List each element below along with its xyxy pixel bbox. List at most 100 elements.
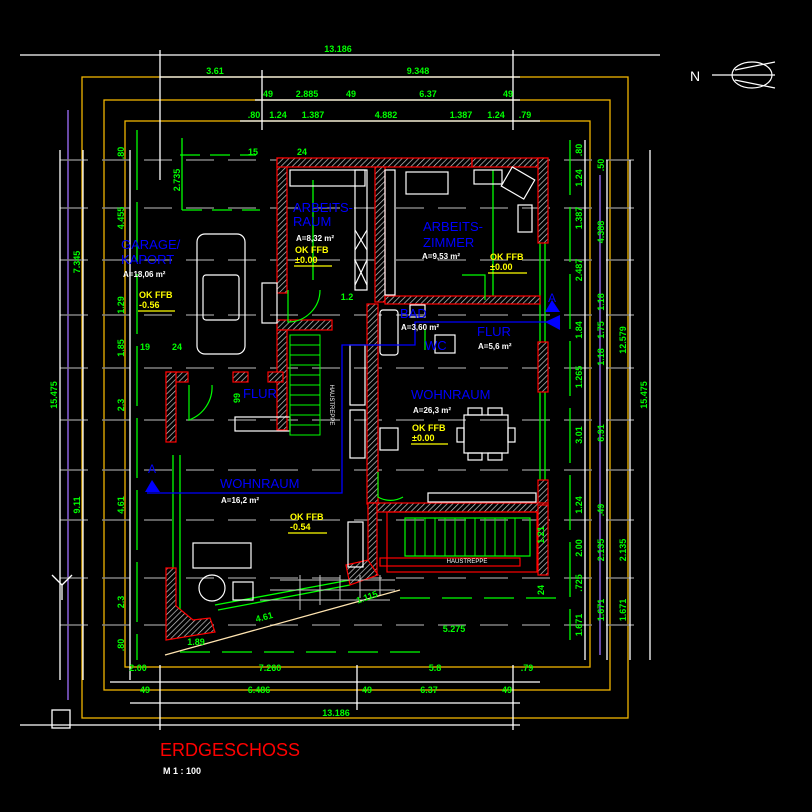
furniture bbox=[192, 166, 537, 602]
room-name: GARAGE/ bbox=[121, 237, 181, 252]
dim-left-r3-3: 1.85 bbox=[116, 339, 126, 357]
dim-bot-r2-0: 49 bbox=[140, 685, 150, 695]
dim-right-r1-9: .725 bbox=[574, 574, 584, 592]
dim-bot-r1-3: .79 bbox=[521, 663, 534, 673]
room-flur-lower: FLUR bbox=[243, 386, 277, 401]
dim-top-r4-5: 1.24 bbox=[487, 110, 505, 120]
car-icon bbox=[196, 233, 246, 355]
dim-right-r3-1: 2.135 bbox=[618, 539, 628, 562]
dim-bot-r2-3: 6.37 bbox=[420, 685, 438, 695]
room-area: A=9,53 m² bbox=[422, 252, 460, 261]
dim-right-r2-0: .50 bbox=[596, 159, 606, 172]
dim-right-r3-2: 1.671 bbox=[618, 599, 628, 622]
dim-right-r2-2: 1.18 bbox=[596, 293, 606, 311]
dim-top-r4-0: .80 bbox=[248, 110, 261, 120]
dim-top-total: 13.186 bbox=[324, 44, 352, 54]
dim-left-r3-1: 4.455 bbox=[116, 207, 126, 230]
room-wohnraum-left: WOHNRAUM A=16,2 m² OK FFB -0.54 bbox=[220, 476, 327, 534]
dim-right-r1-1: 1.24 bbox=[574, 169, 584, 187]
dim-right-r1-10: 1.671 bbox=[574, 614, 584, 637]
dim-right-r2-8: 1.671 bbox=[596, 599, 606, 622]
dim-left-r3-6: 2.3 bbox=[116, 596, 126, 609]
dim-flur-small: 99 bbox=[232, 393, 242, 403]
room-name: FLUR bbox=[243, 386, 277, 401]
dim-top-r4-6: .79 bbox=[519, 110, 532, 120]
walls bbox=[165, 157, 549, 641]
room-area: A=26,3 m² bbox=[413, 406, 451, 415]
drawing-title: ERDGESCHOSS bbox=[160, 740, 300, 760]
room-area: A=5,6 m² bbox=[478, 342, 512, 351]
stairs: HAUSTREPPE HAUSTREPPE bbox=[289, 334, 531, 565]
room-name: WC bbox=[425, 338, 447, 353]
dim-left-r2-1: 9.11 bbox=[72, 496, 82, 513]
section-label-left: A bbox=[148, 462, 156, 476]
dim-terrace-base: 1.89 bbox=[187, 637, 205, 647]
room-name: BAD bbox=[400, 306, 427, 321]
room-name: ARBEITS- bbox=[293, 200, 353, 215]
room-name-2: KAPORT bbox=[121, 252, 174, 267]
bottom-dimensions: 2.00 7.260 5.8 .79 49 6.486 49 6.37 49 1… bbox=[129, 663, 533, 718]
dim-right-r1-5: 1.265 bbox=[574, 366, 584, 389]
room-garage: GARAGE/ KAPORT A=18,06 m² OK FFB -0.56 bbox=[121, 237, 181, 312]
dim-top-r3-3: 6.37 bbox=[419, 89, 437, 99]
level-value: -0.54 bbox=[290, 522, 311, 532]
dim-left-r3-7: .80 bbox=[116, 639, 126, 652]
room-area: A=3,60 m² bbox=[401, 323, 439, 332]
dim-terrace-diag2: 1.115 bbox=[355, 589, 379, 606]
north-arrow-icon: N bbox=[690, 61, 776, 89]
dim-terrace-diag: 4.61 bbox=[254, 610, 274, 624]
dim-top-r4-4: 1.387 bbox=[450, 110, 473, 120]
room-bad: BAD A=3,60 m² bbox=[400, 306, 439, 332]
dim-top-r2-1: 9.348 bbox=[407, 66, 430, 76]
room-name: WOHNRAUM bbox=[220, 476, 299, 491]
dim-right-total: 15.475 bbox=[639, 381, 649, 409]
room-wohnraum-right: WOHNRAUM A=26,3 m² OK FFB ±0.00 bbox=[411, 387, 490, 445]
dim-top-r4-2: 1.387 bbox=[302, 110, 325, 120]
room-name: ARBEITS- bbox=[423, 219, 483, 234]
level-value: ±0.00 bbox=[490, 262, 512, 272]
room-area: A=16,2 m² bbox=[221, 496, 259, 505]
dim-right-r3-0: 12.579 bbox=[618, 326, 628, 354]
level-label: OK FFB bbox=[139, 290, 173, 300]
dim-right-r1-4: 1.84 bbox=[574, 321, 584, 339]
level-label: OK FFB bbox=[490, 252, 524, 262]
dim-top-r2-0: 3.61 bbox=[206, 66, 224, 76]
dim-bot-r2-1: 6.486 bbox=[248, 685, 271, 695]
room-flur-upper: FLUR A=5,6 m² bbox=[477, 324, 512, 351]
room-name: WOHNRAUM bbox=[411, 387, 490, 402]
level-value: ±0.00 bbox=[412, 433, 434, 443]
dim-top-r3-1: 2.885 bbox=[296, 89, 319, 99]
dim-top-r3-0: 49 bbox=[263, 89, 273, 99]
dim-top-r4-3: 4.882 bbox=[375, 110, 398, 120]
dim-left-r3-2: 1.29 bbox=[116, 296, 126, 314]
dim-top-r3-4: 49 bbox=[503, 89, 513, 99]
dim-left-r3-0: .80 bbox=[116, 147, 126, 160]
dim-right-r2-1: 4.388 bbox=[596, 221, 606, 244]
dim-left-r3-4: 2.3 bbox=[116, 399, 126, 412]
drawing-scale: M 1 : 100 bbox=[163, 766, 201, 776]
dim-top-24: 24 bbox=[297, 147, 307, 157]
level-label: OK FFB bbox=[290, 512, 324, 522]
dim-right-r2-4: 1.18 bbox=[596, 348, 606, 366]
dim-right-r1-6: 3.01 bbox=[574, 426, 584, 444]
dim-right-r2-6: .49 bbox=[596, 504, 606, 517]
dim-bot-total: 13.186 bbox=[322, 708, 350, 718]
room-name: FLUR bbox=[477, 324, 511, 339]
stair-label-lower: HAUSTREPPE bbox=[447, 559, 488, 565]
left-dimensions: 15.475 7.345 9.11 .80 4.455 1.29 1.85 2.… bbox=[49, 147, 126, 652]
dim-right-r2-3: 1.75 bbox=[596, 321, 606, 339]
room-area: A=18,06 m² bbox=[123, 270, 166, 279]
right-dimensions: .80 1.24 1.387 2.487 1.84 1.265 3.01 1.2… bbox=[574, 144, 649, 637]
dim-bot-r1-0: 2.00 bbox=[129, 663, 147, 673]
dim-right-r1-7: 1.24 bbox=[574, 496, 584, 514]
dim-right-r1-2: 1.387 bbox=[574, 207, 584, 230]
level-value: ±0.00 bbox=[295, 255, 317, 265]
dim-right-r1-8: 2.00 bbox=[574, 539, 584, 557]
north-label: N bbox=[690, 68, 700, 84]
dim-terrace-right: 5.275 bbox=[443, 624, 466, 634]
room-wc: WC bbox=[425, 338, 447, 353]
dim-bot-r2-2: 49 bbox=[362, 685, 372, 695]
dim-door-width: 1.2 bbox=[341, 292, 354, 302]
dim-stair-121: 1.21 bbox=[536, 526, 546, 544]
